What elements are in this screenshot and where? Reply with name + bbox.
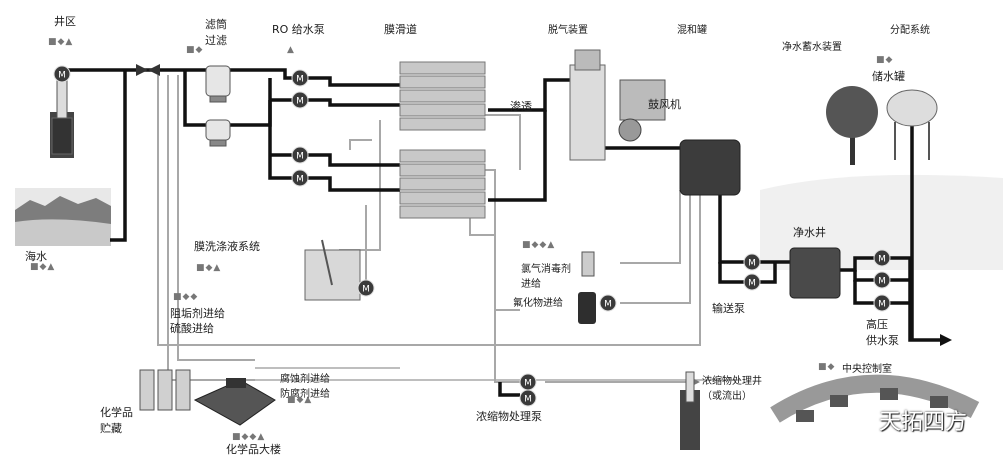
label-chem-storage: 化学品 贮藏 [100, 406, 133, 435]
well [50, 79, 74, 158]
motor-icon [53, 65, 71, 83]
outflow-arrow [940, 334, 952, 346]
status-marks: ■◆◆▲ [232, 432, 266, 442]
motor-icon [873, 249, 891, 267]
membrane-racks [399, 61, 486, 219]
cleaning-tank [304, 239, 361, 301]
motor-icon [743, 253, 761, 271]
status-marks: ■◆ [876, 55, 894, 65]
status-marks: ■◆ [818, 362, 836, 372]
label-degasser: 脱气装置 [548, 25, 588, 36]
motor-label: M [296, 75, 304, 85]
label-well-area: 井区 [54, 15, 76, 28]
motor-label: M [878, 255, 886, 265]
label-chlorine: 氯气消毒剂 进给 [521, 264, 571, 290]
motor-icon [519, 389, 537, 407]
motor-label: M [362, 285, 370, 295]
gray-lines [157, 75, 740, 383]
status-marks: ■◆▲ [48, 37, 74, 47]
motor-icon [873, 294, 891, 312]
status-marks: ■◆▲ [287, 395, 313, 405]
label-mixing-tank: 混和罐 [677, 25, 707, 36]
valve [136, 64, 160, 76]
control-room [770, 374, 980, 423]
label-membrane: 膜滑道 [384, 23, 417, 36]
label-clear-well: 净水井 [793, 226, 826, 239]
motor-label: M [878, 277, 886, 287]
status-marks: ■◆◆ [173, 292, 199, 302]
label-blower: 鼓风机 [648, 98, 681, 111]
label-storage-tank: 储水罐 [872, 70, 905, 83]
label-clean-storage: 净水蓄水装置 [782, 42, 842, 53]
motor-icon [291, 169, 309, 187]
tree [826, 86, 878, 165]
motor-label: M [524, 379, 532, 389]
motor-icon [357, 279, 375, 297]
label-filter: 滤筒 过滤 [205, 18, 227, 47]
chemical-storage-tanks [139, 369, 191, 411]
label-conc-well: 浓缩物处理井 （或流出） [702, 376, 762, 402]
label-ro-pump: RO 给水泵 [272, 23, 325, 36]
motor-icon [291, 91, 309, 109]
label-corrosion: 腐蚀剂进给 防腐剂进给 [280, 374, 330, 400]
motor-label: M [524, 395, 532, 405]
fluoride-drum [578, 292, 596, 324]
motor-label: M [604, 300, 612, 310]
status-marks: ■◆ [186, 45, 204, 55]
motor-label: M [878, 300, 886, 310]
label-acid-feed: 硫酸进给 [170, 322, 214, 335]
mixing-tank [679, 139, 741, 196]
motor-label: M [296, 152, 304, 162]
chlorine-feeder [581, 251, 595, 277]
motor-icon [743, 273, 761, 291]
motor-icon [291, 69, 309, 87]
concentrate-well [680, 371, 700, 450]
status-marks: ■◆▲ [30, 262, 56, 272]
motor-label: M [58, 71, 66, 81]
seawater-landscape [15, 188, 111, 246]
label-fluoride: 氟化物进给 [513, 298, 563, 309]
motor-icon [873, 271, 891, 289]
label-transfer-pump: 输送泵 [712, 302, 745, 315]
motor-label: M [296, 97, 304, 107]
label-antiscalant: 阻垢剂进给 [170, 307, 225, 320]
label-hp-pump: 高压 供水泵 [866, 318, 899, 347]
cartridge-filters [205, 65, 231, 147]
label-distribution: 分配系统 [890, 25, 930, 36]
chemical-building [193, 378, 276, 426]
status-marks: ■◆▲ [196, 263, 222, 273]
motor-label: M [296, 175, 304, 185]
background-hills [760, 174, 1003, 270]
label-chem-building: 化学品大楼 [226, 443, 281, 456]
status-marks: ▲ [287, 45, 295, 55]
label-seawater: 海水 [25, 250, 47, 263]
motor-icon [291, 146, 309, 164]
label-membrane-clean: 膜洗涤液系统 [194, 240, 260, 253]
degasser-tower [569, 49, 666, 161]
status-marks: ■◆◆▲ [522, 240, 556, 250]
label-permeate: 渗透 [510, 100, 532, 113]
motor-icon [599, 294, 617, 312]
label-control-room: 中央控制室 [842, 364, 892, 375]
water-tower [886, 89, 938, 160]
clear-well-tank [789, 247, 841, 299]
motor-label: M [748, 259, 756, 269]
watermark: 天拓四方 [878, 410, 967, 435]
label-conc-pump: 浓缩物处理泵 [476, 410, 542, 423]
motor-label: M [748, 279, 756, 289]
